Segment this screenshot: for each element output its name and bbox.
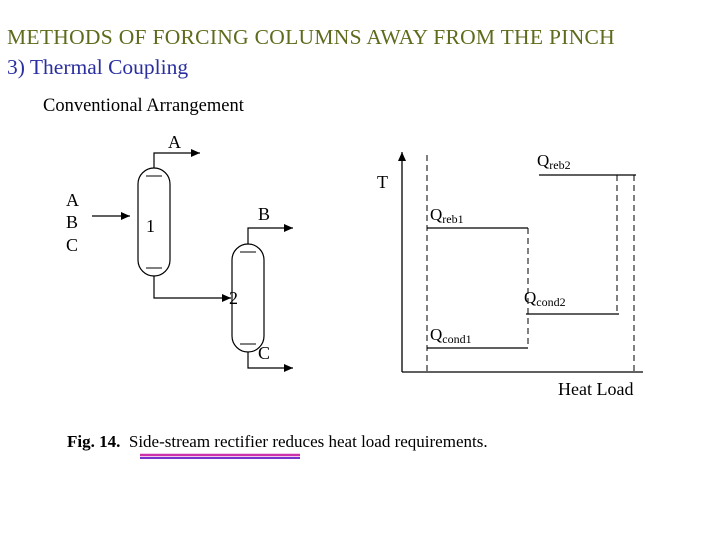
axis-label-heat-load: Heat Load bbox=[558, 379, 634, 399]
column-2-label: 2 bbox=[229, 288, 238, 308]
distillate-line-b bbox=[247, 224, 293, 244]
slide-title: METHODS OF FORCING COLUMNS AWAY FROM THE… bbox=[7, 25, 615, 49]
q-reb2-label: Qreb2 bbox=[537, 151, 571, 172]
slide-subtitle: 3) Thermal Coupling bbox=[7, 55, 189, 79]
axis-label-t: T bbox=[377, 172, 388, 192]
column-1-label: 1 bbox=[146, 216, 155, 236]
feed-label-c: C bbox=[66, 235, 79, 255]
product-label-b: B bbox=[258, 204, 271, 224]
product-label-c: C bbox=[258, 343, 271, 363]
product-label-a: A bbox=[168, 132, 181, 152]
distillate-line-a bbox=[153, 149, 200, 168]
feed-label-a: A bbox=[66, 190, 79, 210]
q-cond1-label: Qcond1 bbox=[430, 325, 472, 346]
section-label: Conventional Arrangement bbox=[43, 96, 244, 116]
bottoms-line-1-to-2 bbox=[153, 276, 231, 302]
q-reb1-label: Qreb1 bbox=[430, 205, 464, 226]
caption-text: Side-stream rectifier reduces heat load … bbox=[128, 432, 488, 451]
figure-caption: Fig. 14. Side-stream rectifier reduces h… bbox=[67, 433, 488, 450]
q-cond2-label: Qcond2 bbox=[524, 288, 566, 309]
feed-label-b: B bbox=[66, 212, 79, 232]
figure-number: Fig. 14. bbox=[67, 432, 121, 451]
bottoms-line-c bbox=[247, 352, 293, 372]
